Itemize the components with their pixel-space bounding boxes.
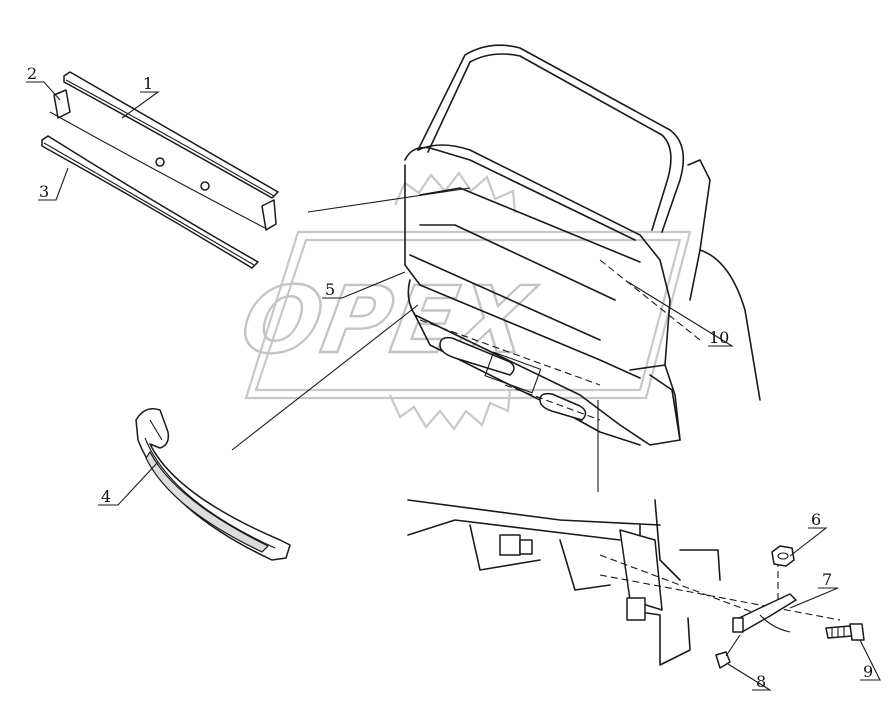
watermark-gear-icon (388, 171, 517, 431)
leader-8 (727, 663, 772, 691)
callout-5: 5 (325, 280, 335, 299)
callout-6: 6 (811, 510, 821, 529)
leader-2 (26, 81, 61, 101)
part-7-bracket (732, 593, 797, 633)
part-3-lower-trim-strip (41, 135, 259, 269)
leader-10 (627, 281, 734, 347)
assembly-line-4 (231, 304, 419, 451)
callout-1: 1 (143, 74, 153, 93)
leader-4 (98, 461, 159, 506)
watermark-frame-inner (254, 238, 682, 392)
callout-4: 4 (101, 487, 111, 506)
leader-1 (121, 91, 160, 119)
callout-9: 9 (863, 662, 873, 681)
part-6-nut (771, 545, 795, 567)
truck-cab (404, 44, 761, 446)
watermark-frame (244, 230, 692, 400)
leader-9 (859, 639, 881, 681)
callout-3: 3 (39, 182, 49, 201)
part-9-bolt (825, 623, 865, 641)
leader-5 (322, 271, 406, 299)
leader-3 (38, 167, 69, 201)
callout-10: 10 (709, 328, 729, 347)
part-1-upper-trim-strip (53, 71, 279, 231)
callout-2: 2 (27, 64, 37, 83)
leader-6 (789, 527, 828, 557)
watermark: OPEX (233, 171, 692, 431)
callout-8: 8 (756, 672, 766, 691)
assembly-line-1 (307, 187, 471, 213)
chassis-frame (407, 499, 841, 666)
part-1-shadow (49, 111, 266, 229)
part-8-screw (715, 634, 741, 669)
callout-7: 7 (822, 570, 832, 589)
leader-7 (789, 587, 839, 609)
part-4-grille-bar (135, 408, 291, 561)
